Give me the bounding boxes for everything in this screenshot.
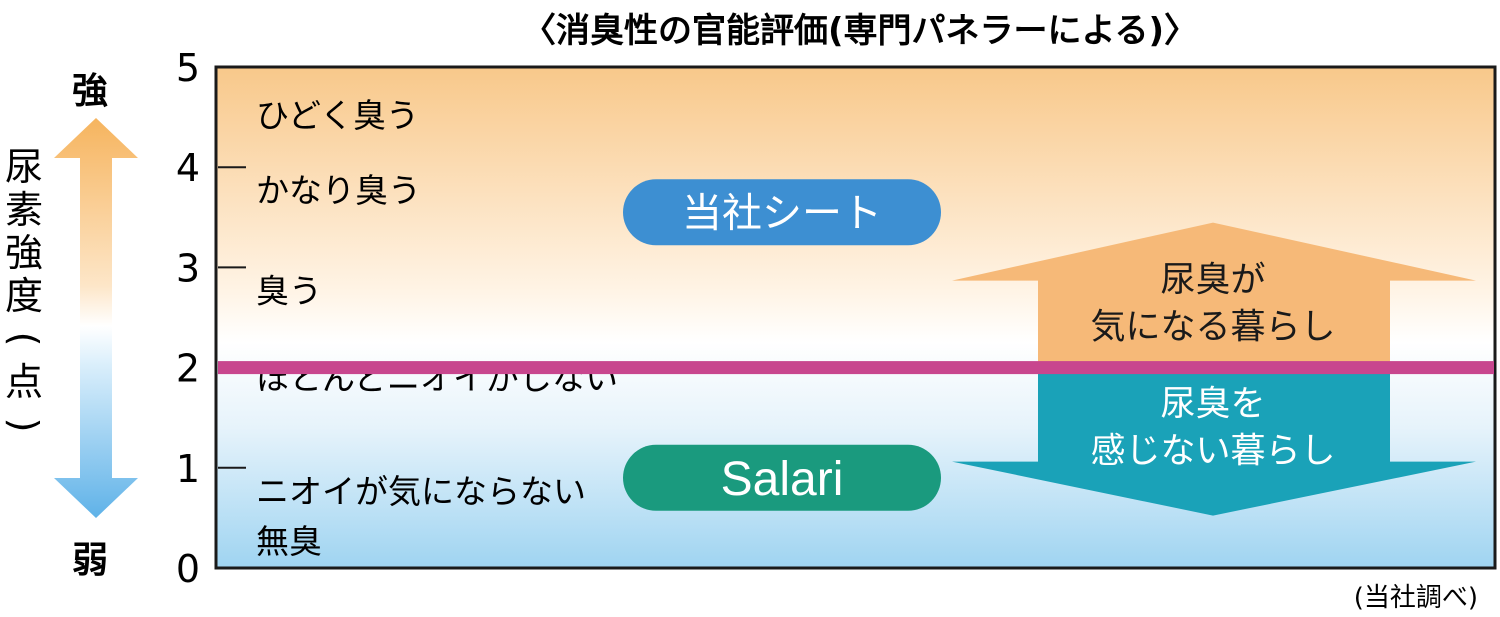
series-pill-label: Salari bbox=[721, 453, 844, 506]
y-tick-label: 1 bbox=[176, 447, 200, 491]
y-axis-label-char: 強 bbox=[5, 231, 43, 275]
zone-arrow-down bbox=[952, 367, 1476, 516]
y-axis-label-char: ) bbox=[2, 418, 46, 433]
series-pill bbox=[623, 444, 941, 511]
y-axis-label-char: 尿 bbox=[5, 145, 43, 189]
series-markers: 当社シート Salari bbox=[623, 179, 941, 511]
series-pill-label: 当社シート bbox=[682, 190, 882, 236]
y-axis-ticks: 0 1 2 3 4 5 bbox=[176, 46, 246, 591]
y-tick-label: 3 bbox=[176, 246, 200, 290]
y-tick-label: 5 bbox=[176, 46, 200, 90]
level-label: 無臭 bbox=[256, 522, 322, 561]
y-axis-label-char: ( bbox=[2, 332, 46, 347]
y-axis-label-char: 素 bbox=[5, 188, 43, 232]
y-tick-label: 0 bbox=[176, 547, 200, 591]
y-axis-label-char: 度 bbox=[5, 274, 43, 318]
zone-label-line: 尿臭が bbox=[1160, 261, 1265, 301]
y-strong-label: 強 bbox=[72, 71, 108, 112]
level-label: ニオイが気にならない bbox=[256, 472, 586, 511]
series-pill bbox=[623, 179, 941, 246]
level-label: 臭う bbox=[256, 271, 322, 310]
level-label: ひどく臭う bbox=[256, 96, 419, 135]
zone-label-line: 気になる暮らし bbox=[1090, 308, 1335, 348]
zone-label-line: 尿臭を bbox=[1160, 385, 1265, 425]
y-tick-label: 2 bbox=[176, 347, 200, 391]
zone-arrow-up bbox=[952, 222, 1476, 368]
source-note: (当社調べ) bbox=[1354, 583, 1478, 613]
intensity-scale-arrow bbox=[54, 118, 138, 518]
zone-arrows bbox=[952, 222, 1476, 516]
threshold-line bbox=[218, 361, 1494, 375]
y-weak-label: 弱 bbox=[72, 540, 108, 581]
zone-label-line: 感じない暮らし bbox=[1090, 432, 1335, 472]
level-label: かなり臭う bbox=[256, 171, 421, 210]
chart-title: 〈消臭性の官能評価(専門パネラーによる)〉 bbox=[522, 11, 1198, 51]
y-tick-label: 4 bbox=[176, 146, 200, 190]
y-axis-label-char: 点 bbox=[5, 360, 43, 404]
